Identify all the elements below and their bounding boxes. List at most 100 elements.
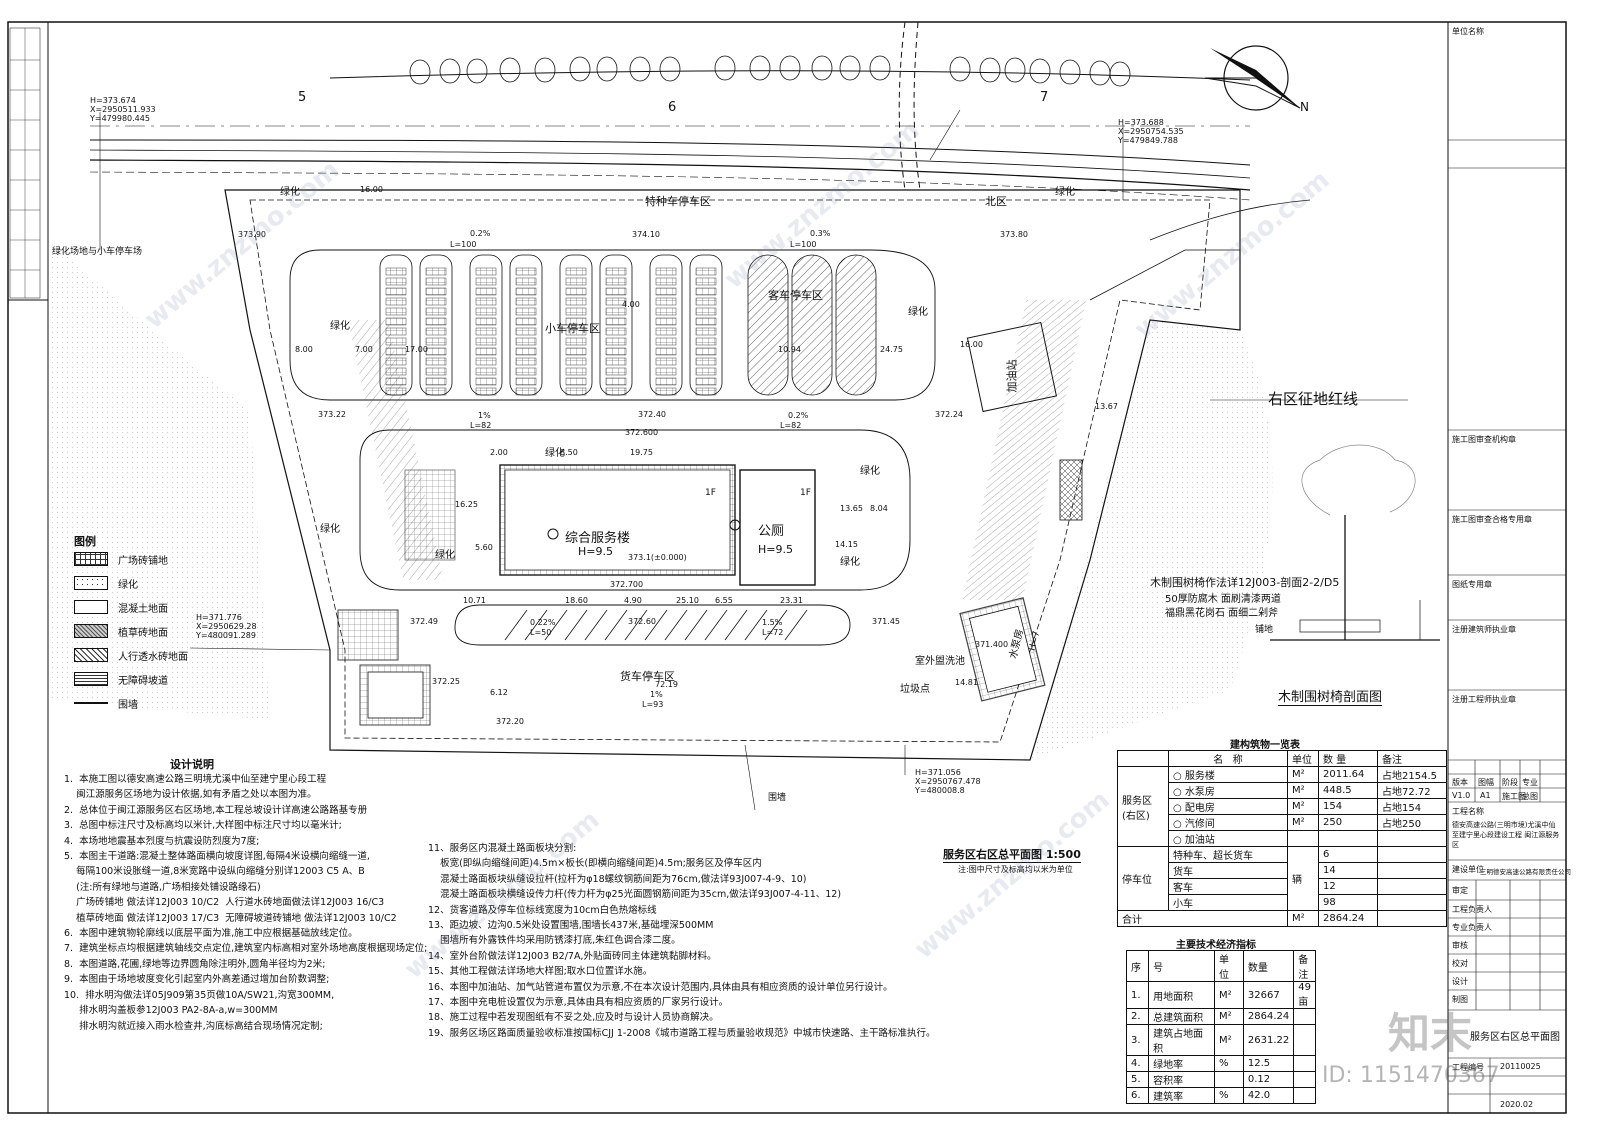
legend-label: 无障碍坡道	[118, 675, 168, 687]
dimension: 13.67	[1095, 402, 1118, 411]
tree-icon	[811, 55, 833, 81]
car-stall	[565, 367, 587, 376]
table-cell: 42.0	[1242, 1087, 1295, 1104]
tree-icon	[499, 57, 521, 83]
dimension: 19.75	[630, 448, 653, 457]
car-stall	[475, 337, 497, 346]
coord-x: X=2950767.478	[915, 777, 981, 786]
table-header: 单位	[1287, 750, 1319, 767]
elevation: 371.45	[872, 617, 900, 626]
car-stall	[385, 327, 407, 336]
zone-toilet: 公厕	[758, 524, 785, 539]
green-label: 绿化	[840, 557, 860, 568]
car-stall	[515, 367, 537, 376]
car-stall	[695, 317, 717, 326]
truck-stall-line	[684, 609, 708, 641]
legend-swatch	[74, 552, 108, 566]
table-cell: M²	[1287, 782, 1319, 799]
car-stall	[425, 367, 447, 376]
dimension: 10.94	[778, 345, 801, 354]
table-cell: 占地2154.5	[1377, 766, 1447, 783]
slope-label: L=72	[762, 628, 784, 637]
dimension: 14.15	[835, 540, 858, 549]
truck-stall-line	[784, 609, 808, 641]
tree-icon	[949, 56, 971, 82]
car-stall	[655, 327, 677, 336]
dimension: 25.10	[676, 596, 699, 605]
car-stall	[695, 377, 717, 386]
table-header: 备注	[1377, 750, 1447, 767]
car-stall	[605, 297, 627, 306]
zone-service-building: 综合服务楼	[565, 531, 631, 546]
slope-label: 1%	[650, 690, 663, 699]
table-cell: M²	[1287, 798, 1319, 815]
table-header: 号	[1148, 950, 1215, 982]
dimension: 13.65	[840, 504, 863, 513]
tree-icon	[1029, 58, 1051, 84]
car-stall	[655, 297, 677, 306]
note-line: 植草砖地面 做法详12J003 17/C3 无障碍坡道砖铺地 做法详12J003…	[64, 912, 397, 924]
elevation: 374.10	[632, 230, 660, 239]
dimension: 2.00	[490, 448, 508, 457]
dimension: 10.71	[463, 596, 486, 605]
car-stall	[475, 387, 497, 396]
truck-stall-line	[624, 609, 648, 641]
table-cell: 154	[1318, 798, 1378, 815]
car-stall	[655, 317, 677, 326]
tree-icon	[1004, 57, 1026, 83]
car-stall	[565, 337, 587, 346]
table-row: ○ 加油站	[1118, 830, 1447, 847]
note-line: 9. 本图由于场地坡度变化引起室内外高差通过增加台阶数调整;	[64, 974, 330, 986]
car-stall	[515, 337, 537, 346]
car-stall	[515, 277, 537, 286]
tree-icon	[1059, 59, 1081, 85]
revision-value: 施工图	[1502, 792, 1526, 801]
elevation: 373.80	[1000, 230, 1028, 239]
coord-y: Y=479980.445	[90, 114, 150, 123]
car-stall	[425, 317, 447, 326]
tree-icon	[979, 57, 1001, 83]
table-cell: 合计	[1117, 910, 1288, 927]
table-cell: M²	[1287, 910, 1319, 927]
car-stall	[565, 287, 587, 296]
buildings-table-title: 建构筑物一览表	[1230, 740, 1300, 751]
legend-label: 广场砖铺地	[118, 555, 168, 567]
revision-header: 图幅	[1478, 778, 1494, 787]
car-stall	[475, 287, 497, 296]
stamp-label: 注册建筑师执业章	[1452, 625, 1516, 634]
elevation: 372.25	[432, 677, 460, 686]
tree-icon	[869, 55, 891, 81]
project-name: 德安高速公路(三明市境)尤溪中仙至建宁里心段建设工程 闽江源服务区	[1452, 821, 1560, 849]
table-cell: 6	[1318, 846, 1378, 863]
truck-stall-line	[584, 609, 608, 641]
elevation: 372.600	[625, 428, 659, 437]
table-cell: M²	[1213, 1024, 1244, 1056]
zone-trash: 垃圾点	[900, 684, 930, 695]
unit-name-label: 单位名称	[1452, 27, 1484, 36]
car-stall	[515, 377, 537, 386]
table-cell: 用地面积	[1148, 981, 1215, 1009]
car-stall	[605, 367, 627, 376]
car-stall	[655, 377, 677, 386]
legend-item: 围墙	[74, 694, 138, 712]
role: 专业负责人	[1452, 923, 1492, 932]
tree-icon	[569, 56, 591, 82]
coord-h: H=371.056	[915, 768, 961, 777]
north-arrow	[1204, 45, 1301, 111]
tree-icon	[1109, 61, 1131, 87]
coord-block: H=373.688 X=2950754.535 Y=479849.788	[1118, 118, 1184, 145]
car-stall	[385, 337, 407, 346]
slope-label: 0.2%	[470, 229, 491, 238]
car-stall	[515, 317, 537, 326]
table-header: 备注	[1293, 950, 1316, 982]
tree-icon	[659, 56, 681, 82]
green-label: 绿化	[908, 307, 928, 318]
elevation: 373.1(±0.000)	[628, 553, 687, 562]
table-cell: 2.	[1125, 1008, 1150, 1025]
tree-icon	[779, 55, 801, 81]
note-line: 3. 总图中标注尺寸及标高均以米计,大样图中标注尺寸均以毫米计;	[64, 820, 342, 832]
zone-north: 北区	[985, 195, 1007, 208]
